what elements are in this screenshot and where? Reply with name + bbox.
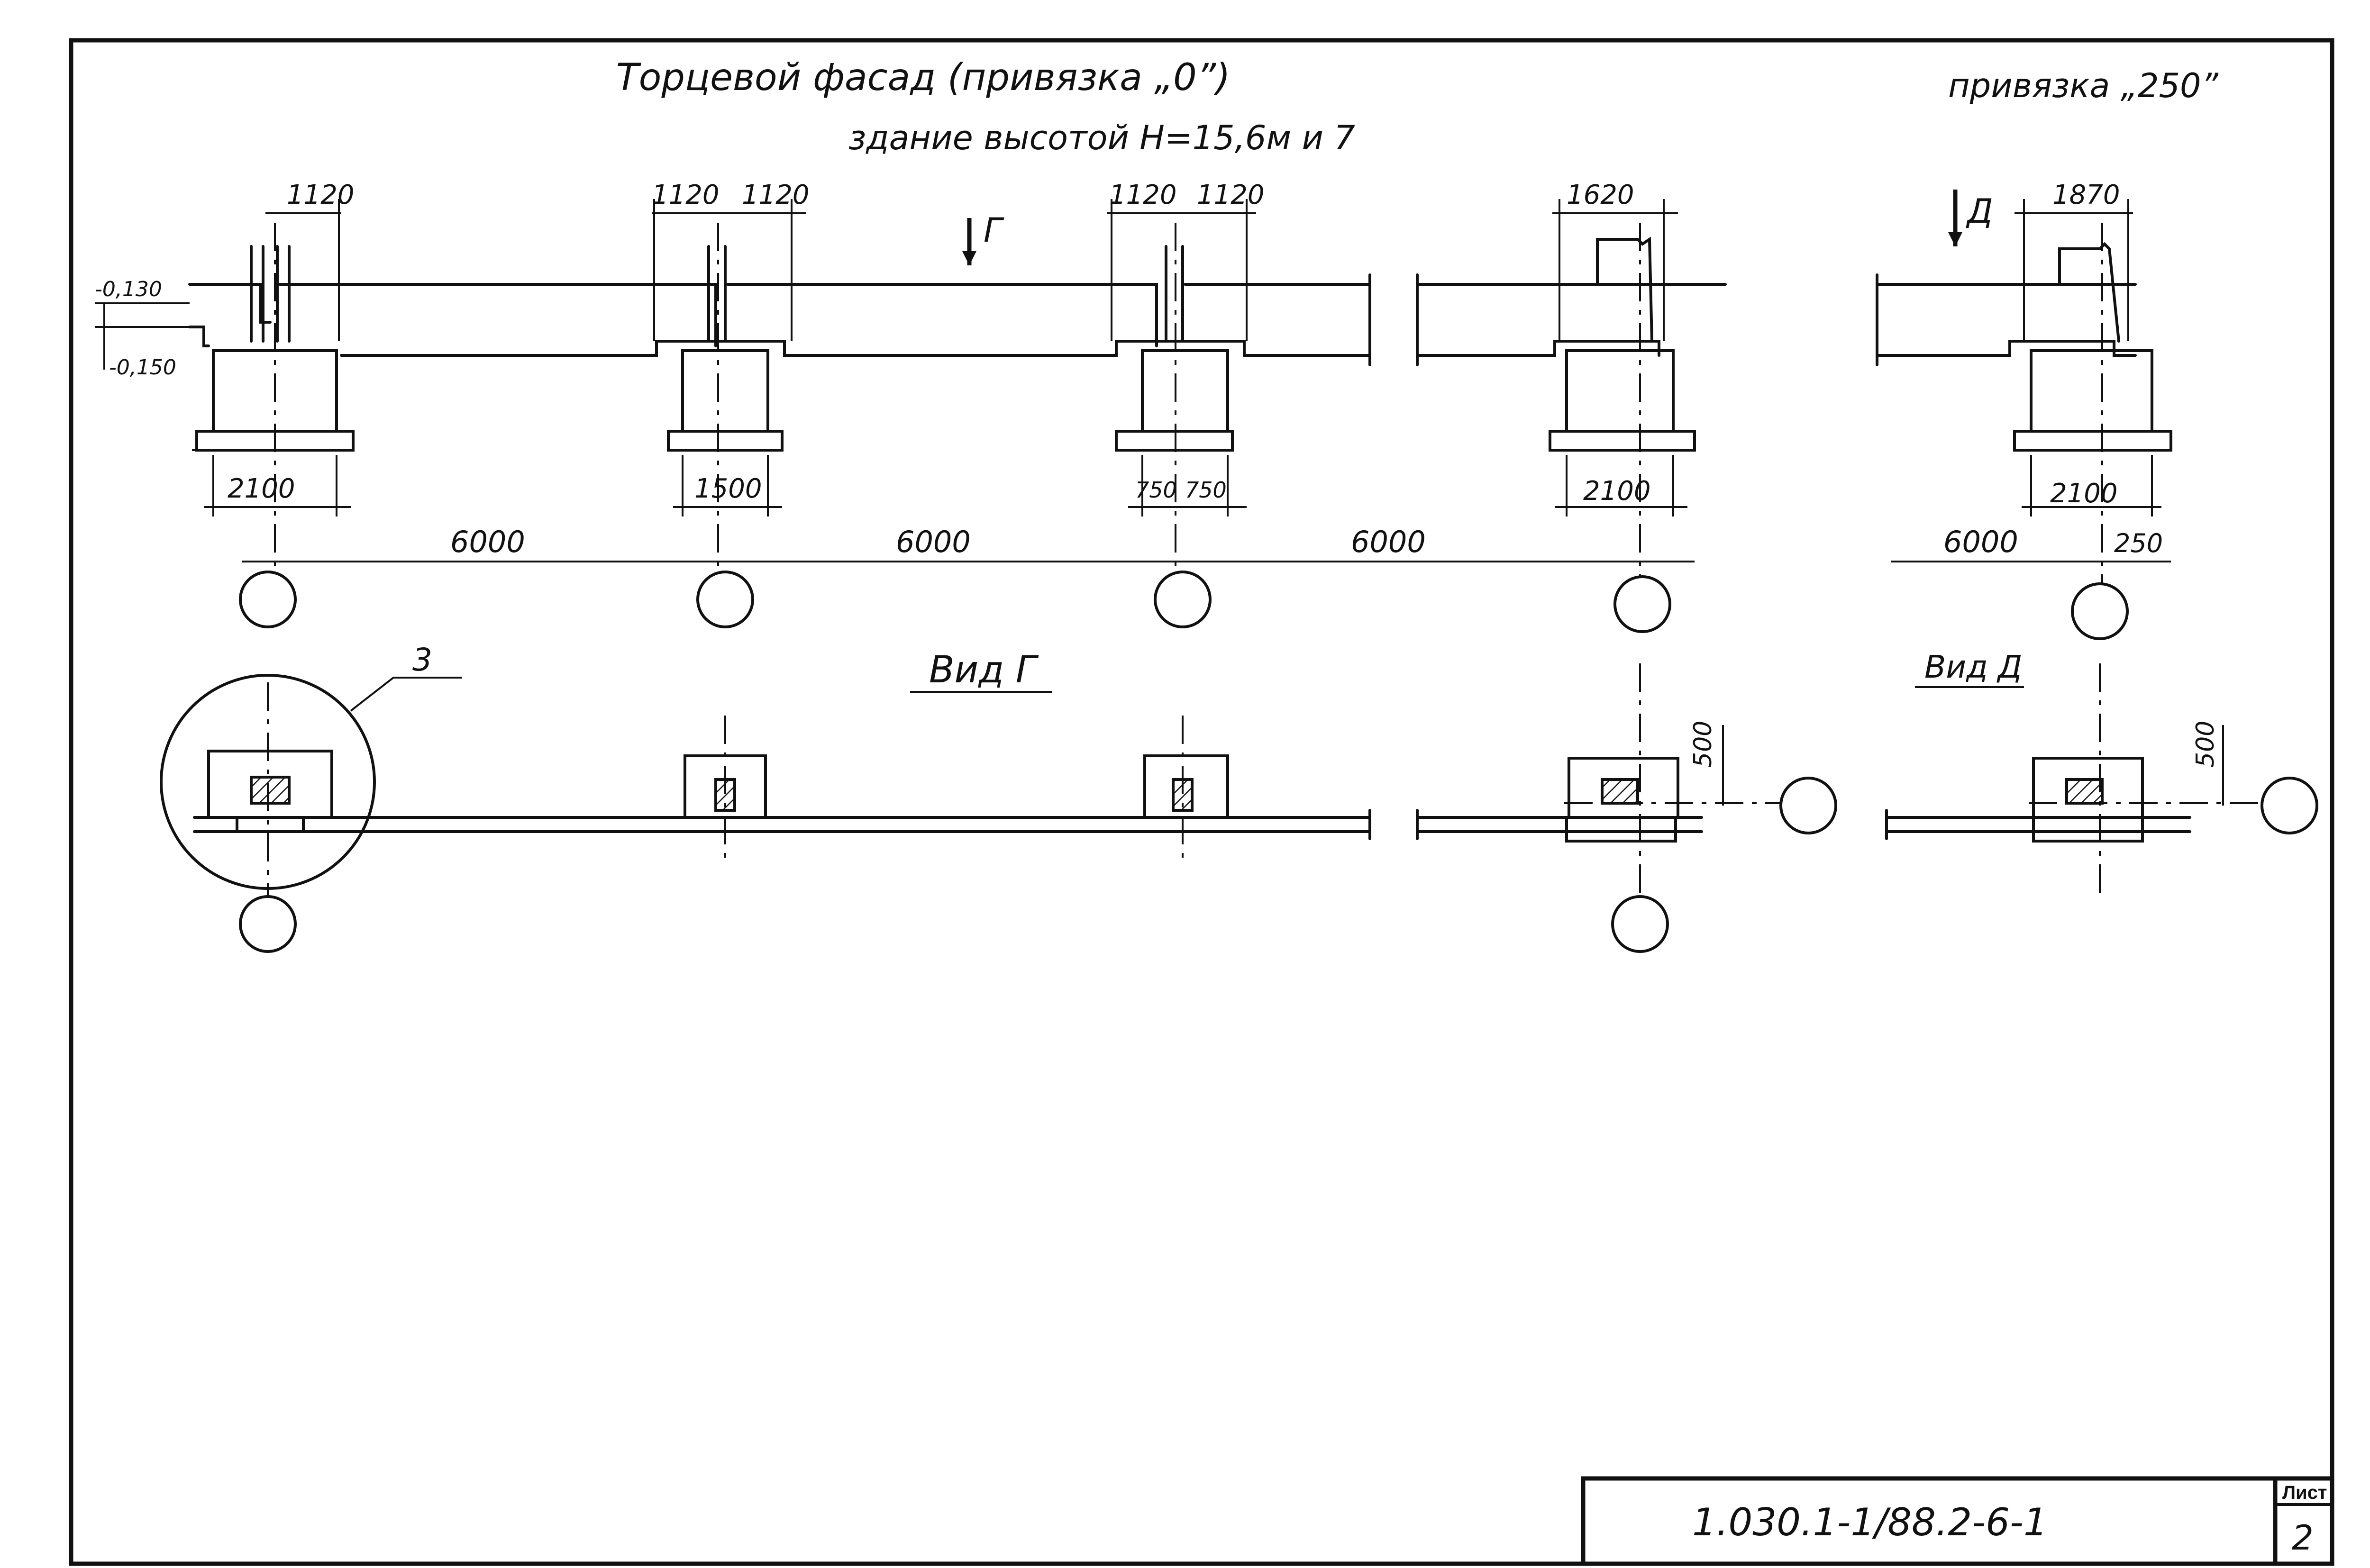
bottom-dimensions: 2100 1500 750 750 2100 2100 (204, 455, 2161, 517)
dim-top-4: 1120 (1109, 180, 1177, 210)
level-1: -0,130 (95, 277, 162, 301)
arrow-g-label: Г (984, 211, 1004, 250)
level-2: -0,150 (109, 355, 176, 380)
dim-bottom-3: 750 (1135, 477, 1177, 503)
axis-bubble (696, 571, 754, 628)
title-line-1: Торцевой фасад (привязка „0”) (616, 56, 1231, 99)
callout-number: 3 (412, 642, 432, 678)
dim-500-d: 500 (2191, 721, 2220, 768)
plan-views: Вид Г Вид Д 3 (160, 642, 2318, 953)
dim-top-6: 1620 (1567, 180, 1634, 210)
dim-bottom-2: 1500 (694, 473, 762, 504)
view-g-label: Вид Г (929, 649, 1039, 691)
axis-bubble (1611, 895, 1669, 953)
dim-top-5: 1120 (1197, 180, 1265, 210)
view-d-label: Вид Д (1924, 649, 2022, 685)
dim-bottom-1: 2100 (228, 473, 295, 504)
axis-bubble (239, 895, 297, 953)
dim-bottom-5: 2100 (1583, 476, 1651, 507)
span-5: 250 (2114, 528, 2163, 558)
dim-top-7: 1870 (2052, 180, 2120, 210)
axis-bubble (1779, 777, 1837, 834)
axis-bubble (2261, 777, 2318, 834)
dim-top-3: 1120 (742, 180, 810, 210)
title-block: 1.030.1-1/88.2-6-1 Лист 2 (1581, 1476, 2334, 1566)
axis-bubble (239, 571, 297, 628)
dim-500-g: 500 (1689, 721, 1717, 768)
dim-bottom-6: 2100 (2050, 478, 2118, 509)
title-line-2: здание высотой H=15,6м и 7 (848, 118, 1355, 157)
sheet-label: Лист (2282, 1482, 2327, 1503)
axis-bubble (1154, 571, 1212, 628)
end-facade-elevation: 1120 1120 1120 1120 1120 1620 1870 Г Д -… (95, 180, 2172, 640)
span-1: 6000 (450, 525, 525, 559)
dim-top-1: 1120 (287, 180, 355, 210)
span-3: 6000 (1351, 525, 1426, 559)
span-4: 6000 (1943, 525, 2018, 559)
span-2: 6000 (896, 525, 971, 559)
arrow-d-label: Д (1966, 192, 1993, 231)
sheet-frame (69, 38, 2334, 1566)
axis-bubble (1613, 575, 1671, 633)
dim-top-2: 1120 (652, 180, 720, 210)
dim-bottom-4: 750 (1185, 477, 1227, 503)
sheet-number: 2 (2292, 1518, 2314, 1558)
axis-bubble (2071, 582, 2129, 640)
title-right: привязка „250” (1948, 66, 2219, 105)
drawing-code: 1.030.1-1/88.2-6-1 (1692, 1500, 2048, 1544)
top-dimensions: 1120 1120 1120 1120 1120 1620 1870 (265, 180, 2133, 341)
